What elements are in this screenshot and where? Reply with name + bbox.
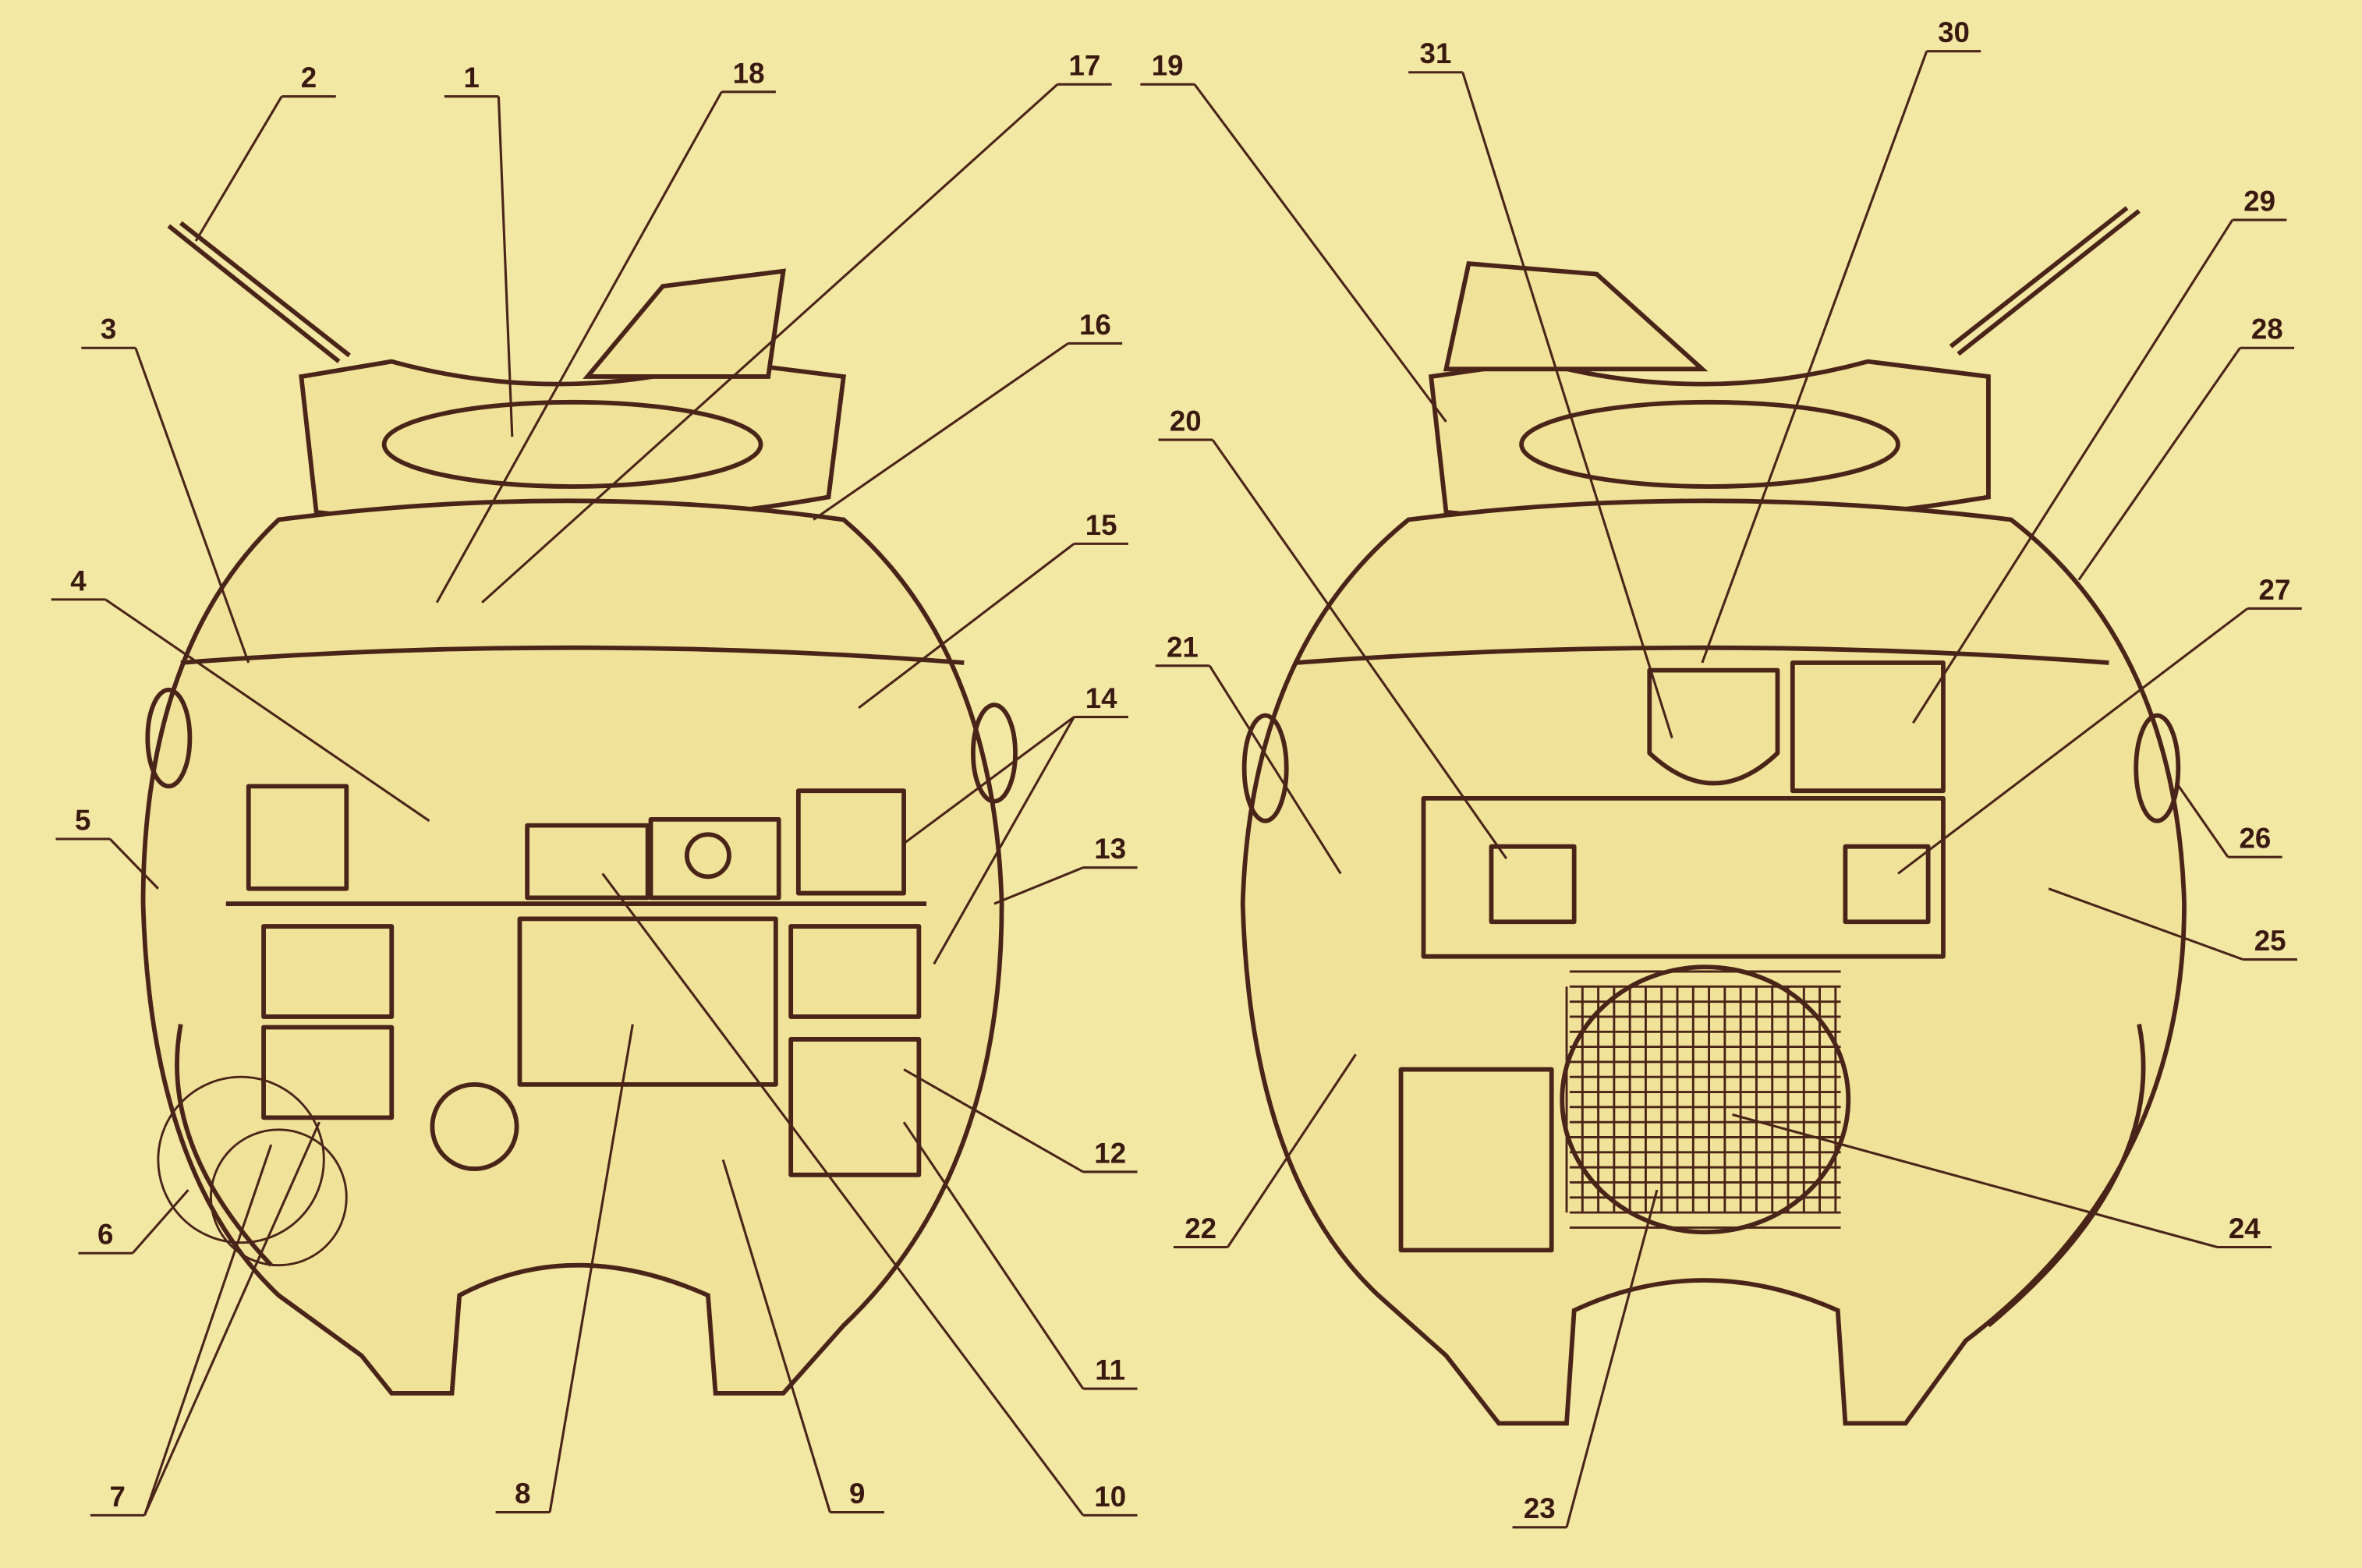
callout-leader-1: [497, 96, 514, 437]
callout-label-31: 31: [1420, 37, 1452, 69]
module-body-right: [1240, 498, 2187, 1426]
callout-leader-7: [143, 1144, 273, 1516]
callout-leader-15: [858, 543, 1075, 710]
callout-leader-28: [2077, 347, 2241, 581]
callout-leader-10: [601, 872, 1085, 1517]
callout-label-26: 26: [2239, 823, 2271, 855]
callout-leader-27: [1897, 607, 2249, 875]
callout-label-8: 8: [515, 1478, 530, 1510]
module-body-left: [140, 498, 1004, 1396]
callout-leader-22: [1227, 1053, 1357, 1248]
callout-label-12: 12: [1094, 1137, 1126, 1169]
callout-leader-26: [2176, 782, 2229, 858]
callout-leader-9: [721, 1159, 831, 1513]
callout-leader-12: [903, 1068, 1084, 1173]
callout-label-19: 19: [1152, 50, 1184, 82]
callout-leader-7: [143, 1121, 320, 1516]
callout-leader-14: [903, 716, 1075, 845]
callout-label-15: 15: [1085, 509, 1117, 541]
callout-leader-3: [134, 347, 250, 664]
antenna-left: [167, 221, 351, 363]
callout-label-4: 4: [70, 565, 87, 596]
callout-leader-6: [131, 1189, 189, 1255]
callout-leader-19: [1193, 83, 1447, 423]
callout-label-7: 7: [109, 1481, 125, 1513]
panel-8: [517, 916, 778, 1087]
callout-leader-13: [993, 866, 1084, 905]
callout-leader-4: [104, 598, 430, 823]
callout-label-6: 6: [97, 1219, 113, 1251]
callout-leader-2: [194, 95, 283, 242]
callout-leader-14: [933, 716, 1075, 965]
callout-label-2: 2: [301, 62, 317, 94]
callout-leader-18: [435, 91, 723, 603]
right-module-view: [1240, 206, 2187, 1426]
callout-leader-17: [481, 83, 1059, 603]
callout-label-30: 30: [1938, 16, 1970, 48]
callout-label-20: 20: [1170, 405, 1202, 437]
callout-label-9: 9: [849, 1478, 865, 1510]
callout-label-22: 22: [1185, 1212, 1216, 1244]
callout-leader-30: [1701, 51, 1928, 664]
porthole-right: [971, 703, 1018, 804]
callout-label-3: 3: [101, 313, 116, 345]
callout-label-27: 27: [2259, 574, 2291, 606]
antenna-right: [1949, 206, 2141, 356]
hatch-cover: [583, 268, 786, 379]
callout-label-17: 17: [1068, 50, 1100, 82]
callout-label-29: 29: [2243, 185, 2275, 217]
callout-label-1: 1: [463, 62, 479, 94]
callout-leader-8: [548, 1024, 634, 1513]
hatch-ring: [381, 399, 763, 489]
callout-label-11: 11: [1095, 1354, 1125, 1386]
callout-label-16: 16: [1079, 309, 1111, 341]
callout-label-5: 5: [75, 804, 90, 836]
callout-leader-31: [1461, 72, 1673, 739]
callout-label-13: 13: [1094, 833, 1126, 865]
callout-leader-24: [1732, 1113, 2218, 1249]
callout-leader-16: [813, 342, 1069, 521]
control-panel: [525, 823, 650, 901]
callout-leader-11: [902, 1121, 1085, 1389]
left-module-view: [140, 221, 1018, 1396]
callout-label-21: 21: [1167, 631, 1199, 663]
callout-label-10: 10: [1094, 1481, 1126, 1513]
callout-leader-20: [1211, 439, 1508, 860]
callout-leader-25: [2048, 887, 2243, 961]
callout-label-24: 24: [2229, 1212, 2261, 1244]
callout-label-14: 14: [1085, 682, 1117, 714]
callout-leader-29: [1912, 219, 2234, 724]
callout-leader-5: [108, 837, 159, 890]
callout-leader-21: [1208, 665, 1342, 875]
callout-label-23: 23: [1524, 1492, 1556, 1524]
grid-hatch: [1560, 965, 1851, 1235]
callout-leader-23: [1565, 1189, 1659, 1528]
hatch-ring-right: [1519, 399, 1900, 489]
porthole-left: [145, 687, 193, 789]
callout-label-28: 28: [2251, 313, 2283, 345]
callout-label-18: 18: [733, 57, 765, 89]
callout-label-25: 25: [2254, 925, 2286, 957]
